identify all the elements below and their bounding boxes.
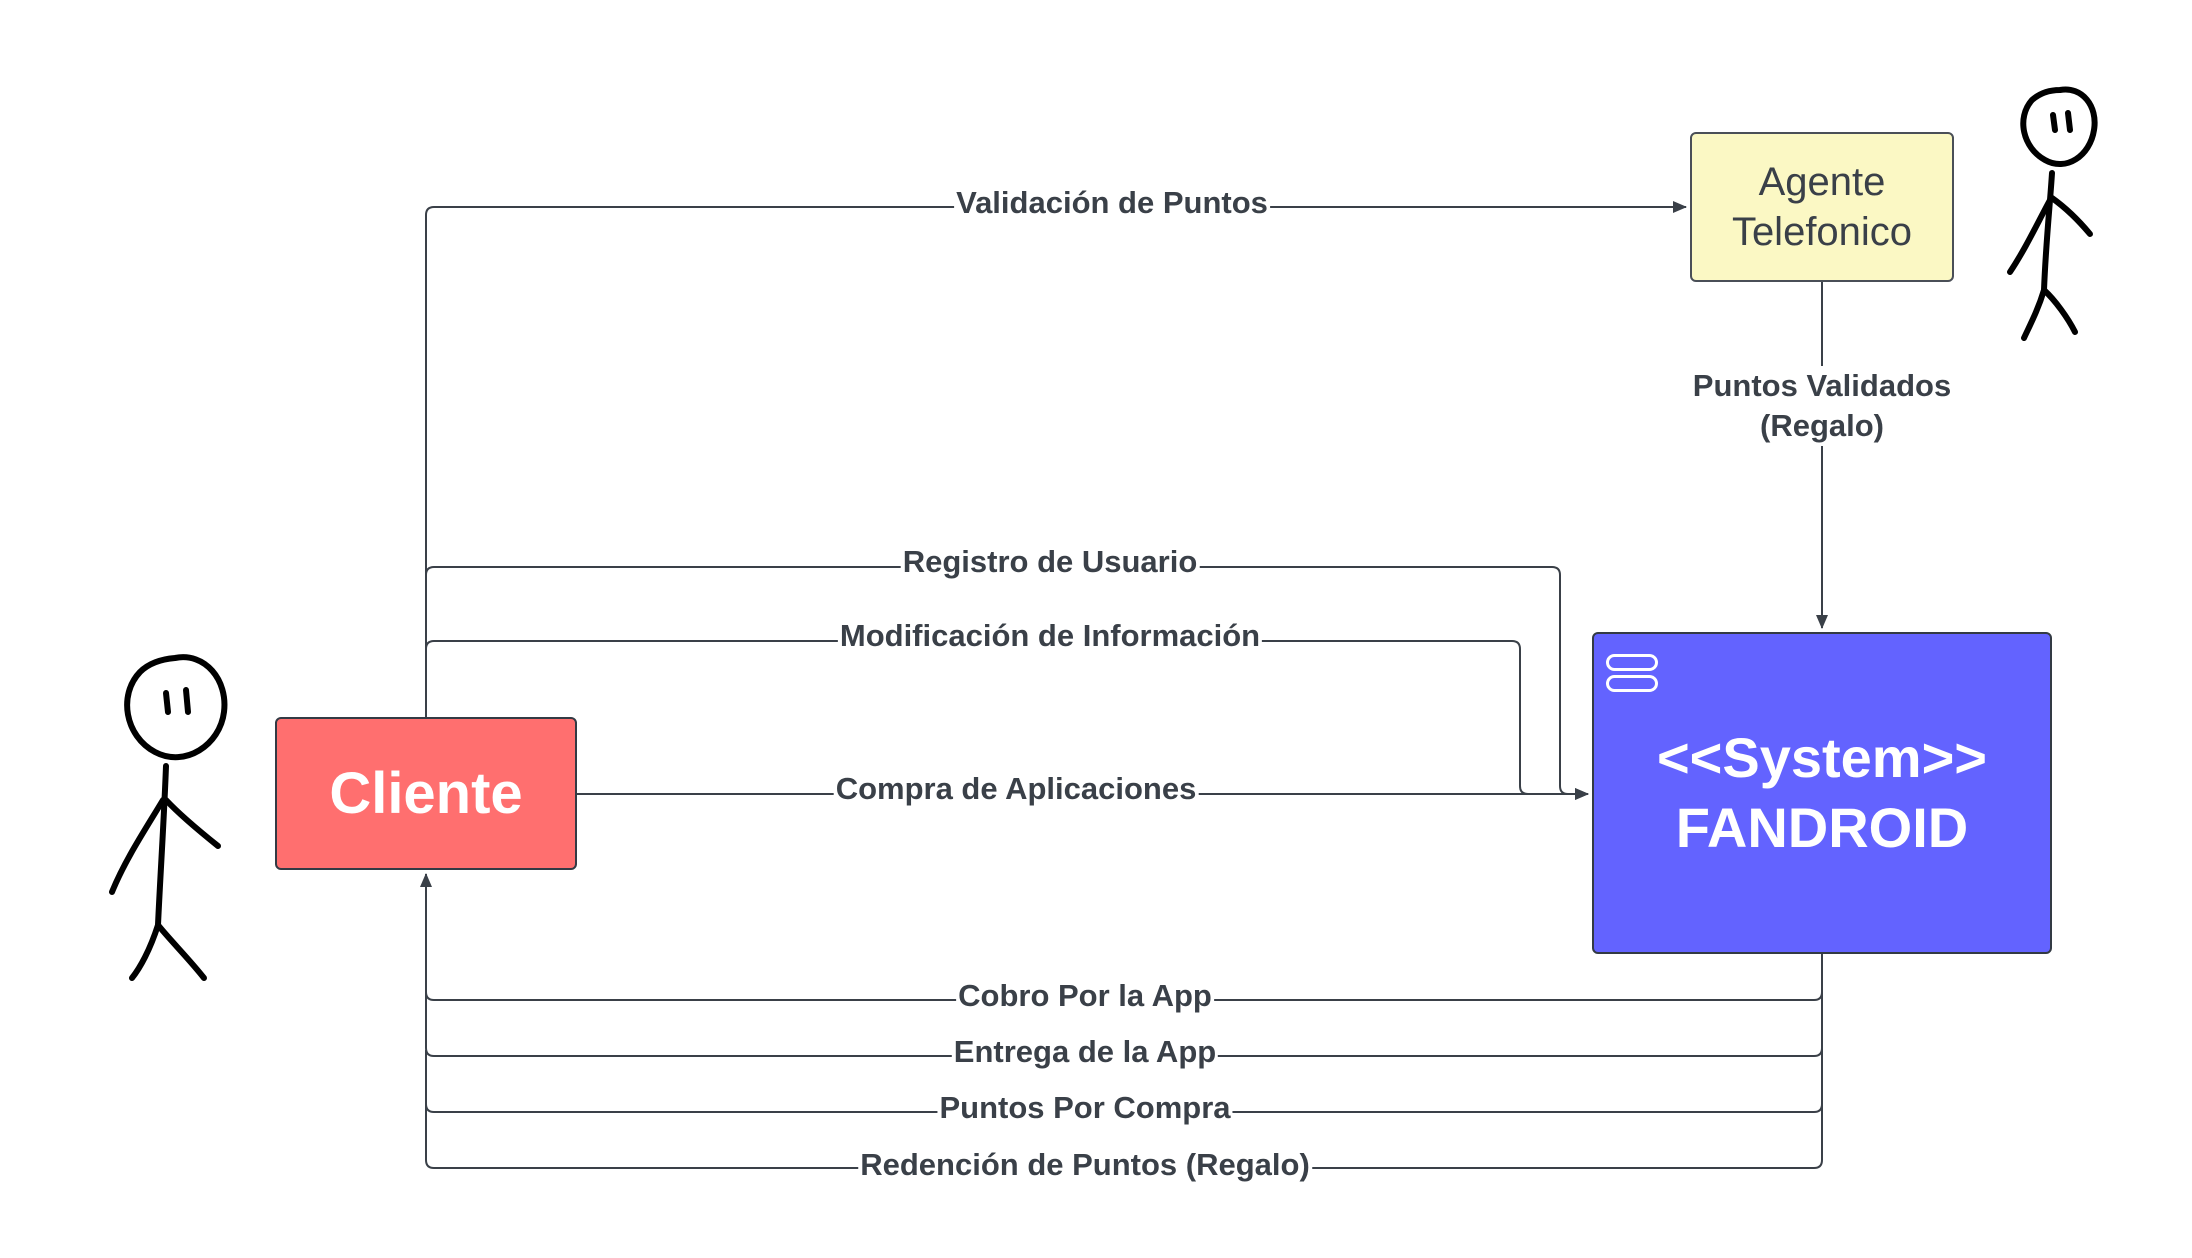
edge-label-redencion: Redención de Puntos (Regalo)	[858, 1146, 1312, 1184]
edge-label-puntos-validados: Puntos Validados (Regalo)	[1660, 366, 1984, 446]
edge-registro	[425, 566, 1589, 800]
system-stereotype-label: <<System>>	[1656, 726, 1988, 789]
system-icon-top	[1606, 654, 1658, 671]
agente-label-line1: Agente	[1758, 160, 1886, 204]
edge-label-modificacion: Modificación de Información	[837, 617, 1263, 655]
edge-label-compra: Compra de Aplicaciones	[833, 770, 1199, 808]
system-icon-bottom	[1606, 675, 1658, 692]
edge-label-entrega: Entrega de la App	[951, 1033, 1219, 1071]
edge-label-registro: Registro de Usuario	[900, 543, 1200, 581]
edge-label-puntos-compra: Puntos Por Compra	[937, 1089, 1233, 1127]
cliente-label: Cliente	[329, 761, 523, 826]
agente-telefonico-node[interactable]: Agente Telefonico	[1690, 132, 1954, 282]
system-fandroid-node[interactable]: <<System>> FANDROID	[1592, 632, 2052, 954]
agente-label-line2: Telefonico	[1731, 210, 1913, 254]
edge-validacion	[425, 201, 1687, 717]
cliente-node[interactable]: Cliente	[275, 717, 577, 870]
stick-figure-left	[109, 654, 228, 981]
system-name-label: FANDROID	[1675, 796, 1969, 859]
edge-label-validacion: Validación de Puntos	[954, 184, 1270, 222]
stick-figure-right	[2007, 86, 2098, 341]
edge-label-cobro: Cobro Por la App	[956, 977, 1214, 1015]
edge-modificacion	[425, 640, 1588, 795]
